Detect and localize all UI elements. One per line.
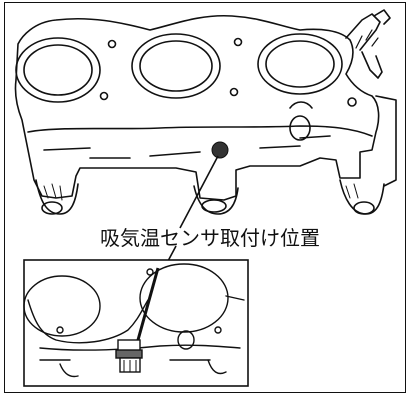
intake-port-1-inner xyxy=(23,44,93,96)
intake-air-temp-sensor xyxy=(115,267,160,373)
intake-port-1 xyxy=(15,37,101,103)
detail-inset-drawing xyxy=(23,263,245,378)
manifold-flange xyxy=(14,14,380,201)
sensor-location-label: 吸気温センサ取付け位置 xyxy=(100,226,320,250)
intake-port-2-inner xyxy=(139,40,213,92)
figure-frame xyxy=(4,2,406,393)
intake-port-3 xyxy=(257,33,343,95)
leader-line-upper xyxy=(179,155,219,229)
sensor-location-marker xyxy=(211,141,229,159)
intake-port-2 xyxy=(131,33,221,99)
intake-port-3-inner xyxy=(265,40,335,88)
